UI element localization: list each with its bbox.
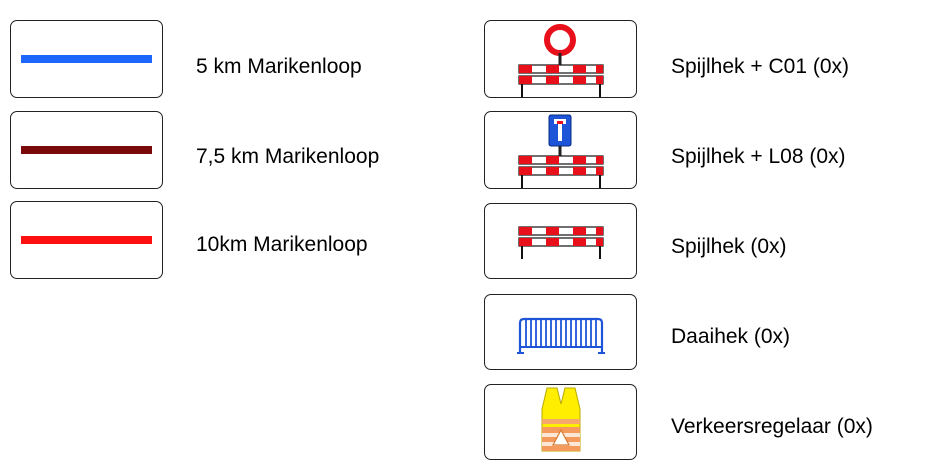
route-label-10km: 10km Marikenloop [196,233,368,256]
dark-red-route-line [21,146,152,154]
route-swatch-7-5km [10,111,163,189]
barrier-with-no-entry-sign-icon [518,24,604,97]
item-label-traffic-controller: Verkeersregelaar (0x) [671,415,873,438]
item-swatch-barrier [484,203,637,279]
item-swatch-traffic-controller [484,384,637,460]
route-label-7-5km: 7,5 km Marikenloop [196,145,380,168]
traffic-vest-icon [541,387,581,452]
crowd-fence-icon [517,317,605,354]
barrier-planks [518,155,604,188]
barrier-with-dead-end-sign-icon [518,114,604,188]
item-swatch-l08 [484,111,637,189]
item-label-l08: Spijlhek + L08 (0x) [671,145,846,168]
barrier-planks [518,64,604,97]
route-swatch-10km [10,201,163,279]
item-swatch-crowd-fence [484,294,637,370]
red-route-line [21,236,152,244]
item-label-c01: Spijlhek + C01 (0x) [671,55,849,78]
item-label-crowd-fence: Daaihek (0x) [671,325,791,348]
route-label-5km: 5 km Marikenloop [196,55,362,78]
blue-route-line [21,55,152,63]
item-swatch-c01 [484,20,637,98]
route-swatch-5km [10,20,163,98]
item-label-barrier: Spijlhek (0x) [671,235,787,258]
barrier-icon [518,226,604,259]
